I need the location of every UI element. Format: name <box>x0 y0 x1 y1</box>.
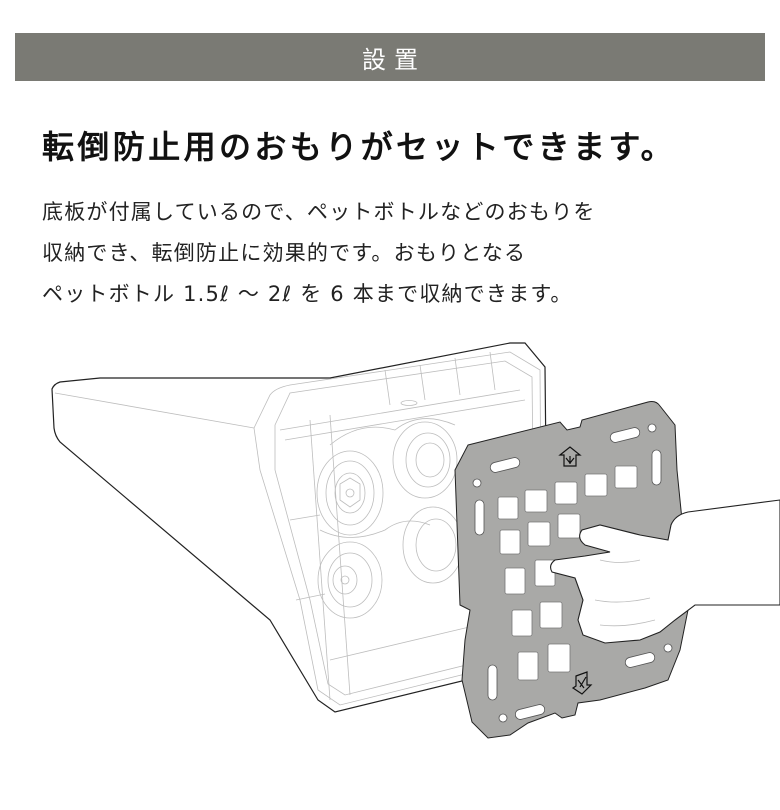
bottle-cup-3 <box>317 541 383 619</box>
hand <box>549 499 780 644</box>
section-header-title: 設置 <box>362 45 426 74</box>
headline: 転倒防止用のおもりがセットできます。 <box>42 128 677 166</box>
bottle-cup-1 <box>316 450 384 536</box>
description-line: 底板が付属しているので、ペットボトルなどのおもりを <box>42 200 596 224</box>
down-arrow-icon <box>571 671 593 695</box>
product-illustration <box>51 342 780 739</box>
description-line: ペットボトル 1.5ℓ 〜 2ℓ を 6 本まで収納できます。 <box>42 282 573 306</box>
up-arrow-icon <box>558 446 582 467</box>
section-header-bar: 設置 <box>15 33 765 81</box>
description: 底板が付属しているので、ペットボトルなどのおもりを 収納でき、転倒防止に効果的で… <box>42 192 596 315</box>
bottle-cup-2 <box>392 421 458 499</box>
description-line: 収納でき、転倒防止に効果的です。おもりとなる <box>42 241 527 265</box>
